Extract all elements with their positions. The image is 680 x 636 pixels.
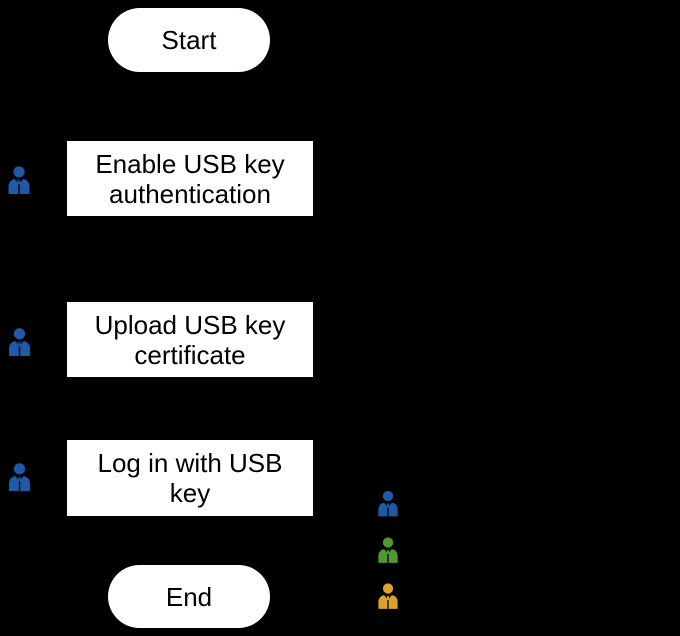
user-icon [7,463,32,491]
legend-blue-user-icon [377,490,399,517]
node-label: Start [161,25,217,55]
user-icon [7,328,32,356]
node-label: Log in with USB key [97,448,283,508]
flow-node-end: End [108,565,270,628]
flow-node-enable-usb-key-authentication: Enable USB key authentication [67,141,313,216]
node-label: Enable USB key authentication [95,148,285,209]
node-label: Upload USB key certificate [94,309,286,370]
legend-green-user-icon [377,537,399,563]
user-icon [7,166,31,194]
legend-orange-user-icon [377,583,399,609]
node-label: End [165,581,213,612]
flow-node-log-in-with-usb-key: Log in with USB key [67,440,313,516]
flow-node-upload-usb-key-certificate: Upload USB key certificate [67,302,313,377]
flow-node-start: Start [108,8,270,72]
